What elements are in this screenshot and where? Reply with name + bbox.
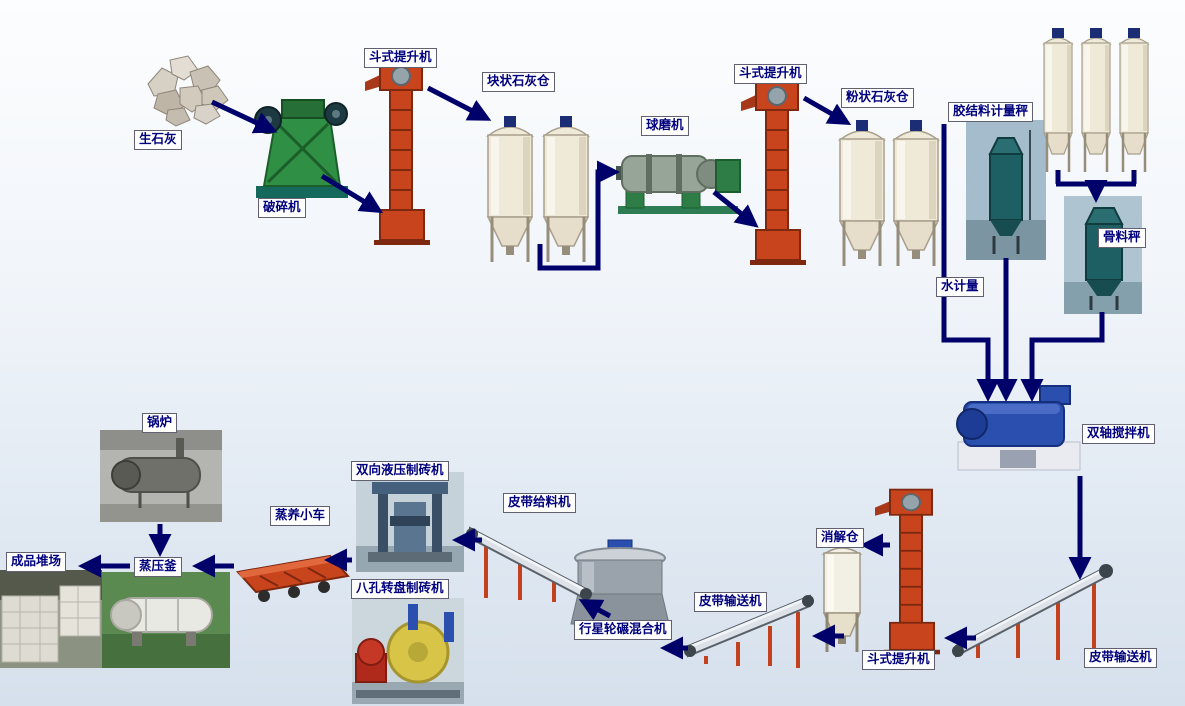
label-powder-lime-silo: 粉状石灰仓 bbox=[841, 88, 914, 108]
hydraulic-brick-machine-image bbox=[356, 472, 464, 572]
label-aggregate-scale: 骨料秤 bbox=[1098, 228, 1146, 248]
label-belt-conveyor-1: 皮带输送机 bbox=[1084, 648, 1157, 668]
binder-scale-image bbox=[966, 120, 1046, 260]
quicklime-image bbox=[147, 55, 229, 127]
label-rotary-brick-machine: 八孔转盘制砖机 bbox=[351, 579, 449, 599]
label-binder-scale: 胶结料计量秤 bbox=[948, 102, 1034, 122]
label-bucket-elevator-1: 斗式提升机 bbox=[364, 48, 437, 68]
label-hydraulic-brick-machine: 双向液压制砖机 bbox=[351, 461, 449, 481]
label-bucket-elevator-3: 斗式提升机 bbox=[862, 650, 935, 670]
bucket-elevator-2-image bbox=[740, 81, 807, 266]
label-ball-mill: 球磨机 bbox=[641, 116, 689, 136]
label-belt-feeder: 皮带给料机 bbox=[503, 493, 576, 513]
powder-lime-silo-image bbox=[838, 118, 940, 268]
arrow-planetary-feeder bbox=[578, 599, 612, 621]
bucket-elevator-3-image bbox=[874, 488, 941, 656]
arrow-silos-ballmill bbox=[537, 160, 620, 271]
label-boiler: 锅炉 bbox=[142, 413, 178, 433]
label-planetary-mixer: 行星轮碾混合机 bbox=[574, 620, 672, 640]
autoclave-image bbox=[102, 572, 230, 668]
label-water-meter: 水计量 bbox=[936, 277, 984, 297]
arrow-ballmill-elevator2 bbox=[712, 190, 759, 228]
label-autoclave: 蒸压釜 bbox=[134, 557, 182, 577]
label-bucket-elevator-2: 斗式提升机 bbox=[734, 64, 807, 84]
arrow-quicklime-crusher bbox=[210, 99, 278, 134]
aggregate-scale-image bbox=[1064, 196, 1142, 314]
label-curing-trolley: 蒸养小车 bbox=[270, 506, 331, 526]
bucket-elevator-1-image bbox=[364, 61, 431, 246]
sand-silo-trio-image bbox=[1042, 26, 1150, 174]
ball-mill-image bbox=[616, 154, 741, 214]
rotary-brick-machine-image bbox=[352, 598, 464, 704]
belt-feeder-image bbox=[466, 526, 592, 602]
label-crusher: 破碎机 bbox=[258, 198, 306, 218]
label-belt-conveyor-2: 皮带输送机 bbox=[694, 592, 767, 612]
belt-conveyor-1-image bbox=[952, 564, 1113, 660]
label-quicklime: 生石灰 bbox=[134, 130, 182, 150]
twin-shaft-mixer-image bbox=[956, 385, 1081, 471]
label-lump-lime-silo: 块状石灰仓 bbox=[482, 72, 555, 92]
arrow-water-mixer bbox=[941, 124, 1000, 402]
planetary-mixer-image bbox=[570, 539, 670, 630]
flow-arrows bbox=[78, 85, 1137, 660]
arrow-elevator2-silos2 bbox=[802, 95, 852, 125]
label-product-yard: 成品堆场 bbox=[6, 552, 67, 572]
boiler-image bbox=[100, 430, 222, 522]
arrow-elevator1-silos bbox=[426, 85, 492, 121]
curing-trolley-image bbox=[236, 554, 350, 602]
label-digestion-silo: 消解仓 bbox=[816, 528, 864, 548]
product-yard-image bbox=[0, 570, 102, 668]
lump-lime-silo-image bbox=[486, 114, 590, 264]
label-twin-shaft-mixer: 双轴搅拌机 bbox=[1082, 424, 1155, 444]
arrow-crusher-elevator1 bbox=[320, 173, 384, 214]
arrow-aggscale-mixer bbox=[1020, 312, 1105, 402]
